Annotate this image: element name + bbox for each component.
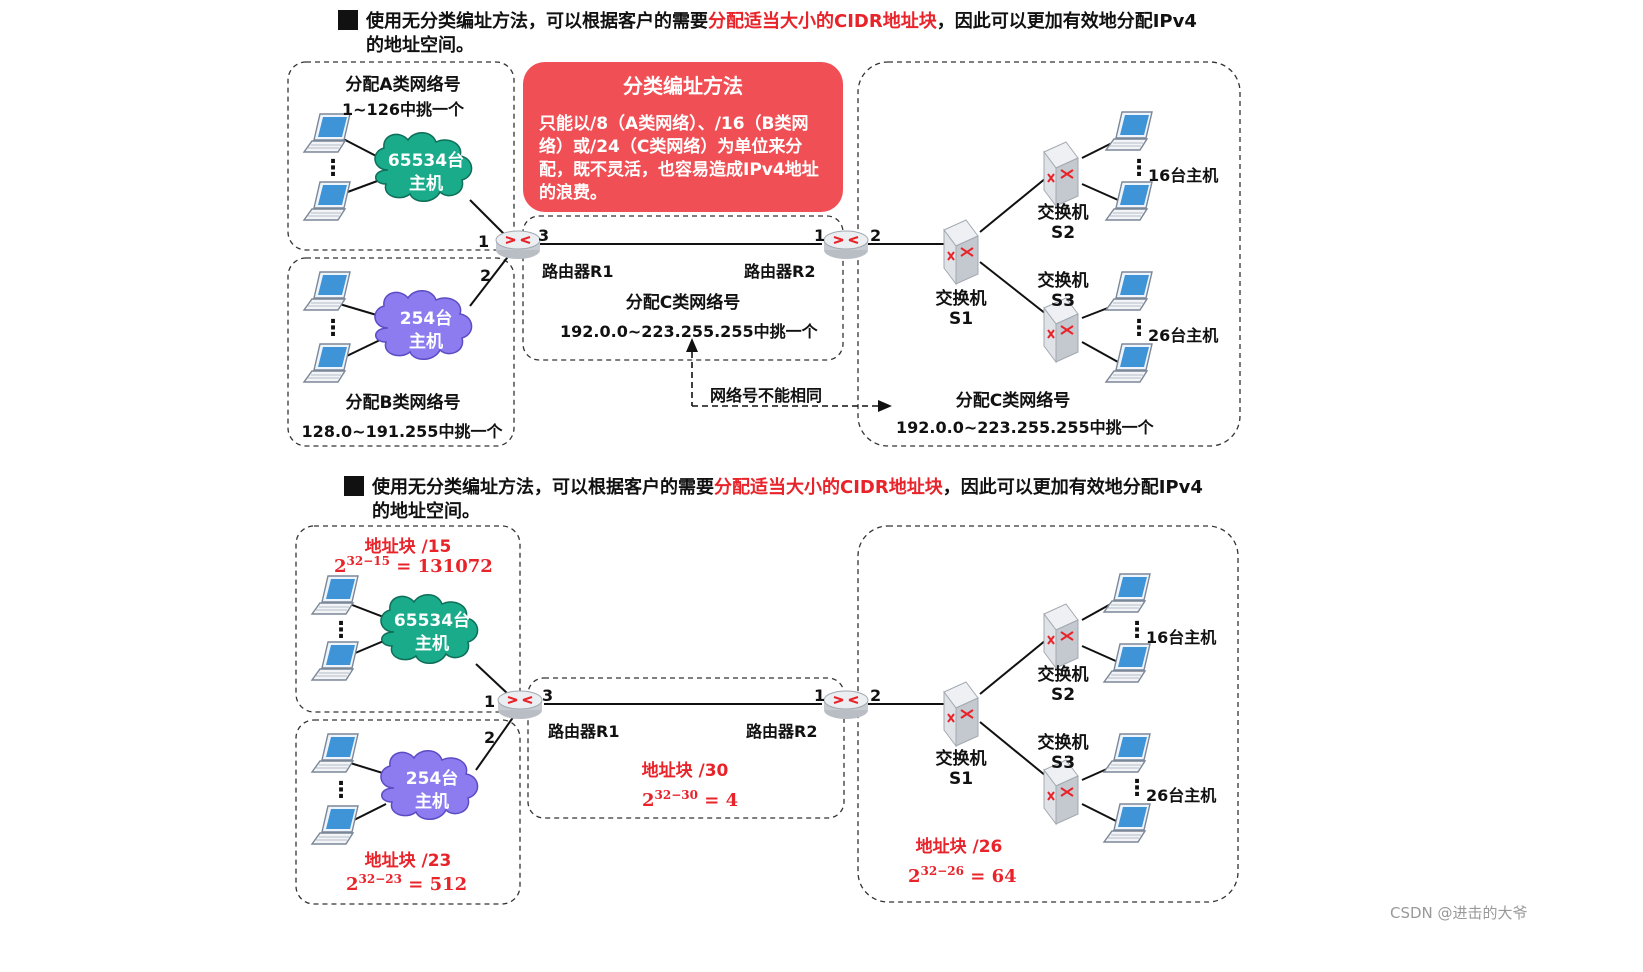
top-title-line2: 的地址空间。 [366, 35, 474, 56]
top-arrow [691, 352, 880, 407]
port-label: 3 [542, 686, 554, 705]
laptop-icon [1103, 733, 1151, 773]
hosts16-label: 16台主机 [1146, 628, 1217, 647]
switch-icon [943, 219, 979, 285]
port-label: 3 [538, 226, 550, 245]
callout-body: 只能以/8（A类网络）、/16（B类网络）或/24（C类网络）为单位来分配，既不… [539, 114, 819, 203]
router1-label: 路由器R1 [548, 722, 620, 741]
ellipsis-icon: ⋮ [1128, 156, 1150, 181]
laptop-icon [1103, 573, 1151, 613]
block-link-label: 地址块 /30 [641, 761, 729, 781]
router2-label: 路由器R2 [744, 262, 816, 281]
router-icon [823, 230, 869, 260]
port-label: 1 [814, 226, 826, 245]
title-highlight: 分配适当大小的CIDR地址块 [708, 11, 937, 32]
block-b-formula: 232−23 = 512 [346, 872, 468, 895]
net-a-range: 1~126中挑一个 [342, 100, 464, 119]
net-b-label: 分配B类网络号 [345, 393, 461, 413]
port-label: 1 [484, 692, 496, 711]
hosts26-label: 26台主机 [1146, 786, 1217, 805]
laptop-icon [311, 733, 359, 773]
port-label: 1 [814, 686, 826, 705]
laptop-icon [1103, 803, 1151, 843]
callout-title: 分类编址方法 [623, 74, 743, 98]
callout-box: 分类编址方法 只能以/8（A类网络）、/16（B类网络）或/24（C类网络）为单… [523, 62, 843, 212]
arrow-right-head [878, 400, 892, 412]
laptop-icon [1105, 343, 1153, 383]
port-label: 2 [870, 686, 882, 705]
block-right-formula: 232−26 = 64 [908, 864, 1017, 887]
block-a-formula: 232−15 = 131072 [334, 554, 493, 577]
arrow-label: 网络号不能相同 [710, 386, 823, 405]
bullet-square-icon [344, 476, 364, 496]
switch-icon [1043, 141, 1079, 207]
port-label: 2 [484, 728, 496, 747]
laptop-icon [303, 343, 351, 383]
ellipsis-icon: ⋮ [1126, 618, 1148, 643]
top-title-line1: 使用无分类编址方法，可以根据客户的需要分配适当大小的CIDR地址块，因此可以更加… [338, 10, 1197, 34]
cloud-b-label: 254台主机 [399, 309, 453, 352]
ellipsis-icon: ⋮ [330, 618, 352, 643]
router1-label: 路由器R1 [542, 262, 614, 281]
ellipsis-icon: ⋮ [330, 778, 352, 803]
arrow-up-head [686, 338, 698, 352]
title-highlight: 分配适当大小的CIDR地址块 [714, 477, 943, 498]
block-a-label: 地址块 /15 [364, 537, 452, 557]
block-link-formula: 232−30 = 4 [642, 788, 739, 811]
right-net-label: 分配C类网络号 [955, 391, 1071, 411]
ellipsis-icon: ⋮ [1128, 316, 1150, 341]
net-a-label: 分配A类网络号 [345, 75, 461, 95]
laptop-icon [1103, 643, 1151, 683]
router2-label: 路由器R2 [746, 722, 818, 741]
block-b-label: 地址块 /23 [364, 851, 452, 871]
router-icon [495, 230, 541, 260]
block-right-label: 地址块 /26 [915, 837, 1003, 857]
hosts26-label: 26台主机 [1148, 326, 1219, 345]
laptop-icon [311, 575, 359, 615]
bottom-title-line2: 的地址空间。 [372, 501, 480, 522]
switch-icon [943, 681, 979, 747]
laptop-icon [303, 181, 351, 221]
ellipsis-icon: ⋮ [322, 316, 344, 341]
bullet-square-icon [338, 10, 358, 30]
hosts16-label: 16台主机 [1148, 166, 1219, 185]
router-icon [823, 690, 869, 720]
cloud-a-label: 65534台主机 [387, 151, 465, 194]
port-label: 1 [478, 232, 490, 251]
laptop-icon [1105, 181, 1153, 221]
router-icon [497, 690, 543, 720]
right-net-range: 192.0.0~223.255.255中挑一个 [896, 418, 1154, 437]
cloud-a-label: 65534台主机 [393, 611, 471, 654]
net-b-range: 128.0~191.255中挑一个 [301, 422, 503, 441]
laptop-icon [1105, 271, 1153, 311]
watermark: CSDN @进击的大爷 [1390, 904, 1528, 922]
link-range: 192.0.0~223.255.255中挑一个 [560, 322, 818, 341]
cloud-b-label: 254台主机 [405, 769, 459, 812]
bottom-title-line1: 使用无分类编址方法，可以根据客户的需要分配适当大小的CIDR地址块，因此可以更加… [344, 476, 1203, 500]
ellipsis-icon: ⋮ [322, 156, 344, 181]
port-label: 2 [870, 226, 882, 245]
laptop-icon [311, 805, 359, 845]
port-label: 2 [480, 266, 492, 285]
link-label: 分配C类网络号 [625, 293, 741, 313]
laptop-icon [311, 641, 359, 681]
ellipsis-icon: ⋮ [1126, 776, 1148, 801]
switch-icon [1043, 603, 1079, 669]
laptop-icon [1105, 111, 1153, 151]
